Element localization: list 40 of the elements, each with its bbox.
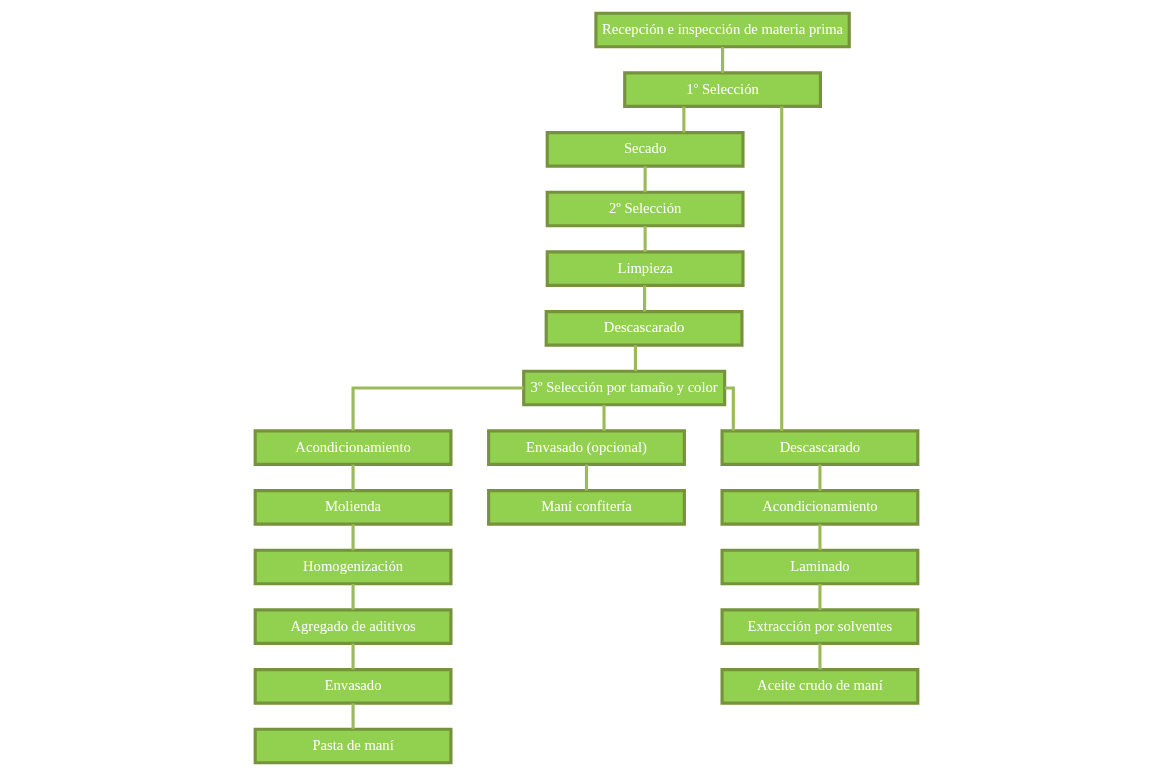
connector: [817, 643, 821, 670]
connector: [351, 523, 355, 550]
node-box: Maní confitería: [486, 488, 686, 526]
connector: [351, 464, 355, 491]
connector: [584, 464, 588, 491]
node-box: Descascarado: [720, 428, 919, 466]
connector: [724, 385, 735, 431]
connector: [351, 385, 524, 431]
node-box: Limpieza: [545, 249, 745, 287]
connector: [643, 225, 647, 252]
connector: [351, 702, 355, 729]
connector: [633, 344, 637, 371]
node-box: 2º Selección: [545, 190, 745, 227]
node-box: Envasado: [253, 667, 452, 705]
node-box: 3º Selección por tamaño y color: [521, 369, 726, 406]
node-box: 1º Selección: [622, 70, 822, 108]
connector: [817, 523, 821, 550]
connector: [642, 285, 646, 312]
connector: [720, 46, 724, 73]
node-box: Aceite crudo de maní: [720, 667, 919, 705]
node-box: Agregado de aditivos: [253, 607, 452, 645]
node-box: Acondicionamiento: [253, 428, 452, 466]
connector: [817, 464, 821, 491]
connector: [779, 105, 783, 431]
connector: [817, 583, 821, 610]
node-box: Molienda: [253, 488, 452, 526]
node-box: Recepción e inspección de materia prima: [593, 11, 851, 48]
node-box: Laminado: [720, 548, 919, 585]
node-box: Homogenización: [253, 548, 452, 585]
node-box: Descascarado: [544, 309, 744, 347]
node-box: Secado: [545, 130, 745, 168]
connector: [351, 643, 355, 670]
node-box: Extracción por solventes: [720, 607, 919, 645]
node-box: Pasta de maní: [253, 727, 452, 764]
node-box: Acondicionamiento: [720, 488, 919, 526]
connector: [681, 106, 685, 133]
connector: [643, 165, 647, 192]
node-box: Envasado (opcional): [486, 428, 686, 466]
connector: [601, 404, 606, 431]
connector: [351, 583, 355, 610]
